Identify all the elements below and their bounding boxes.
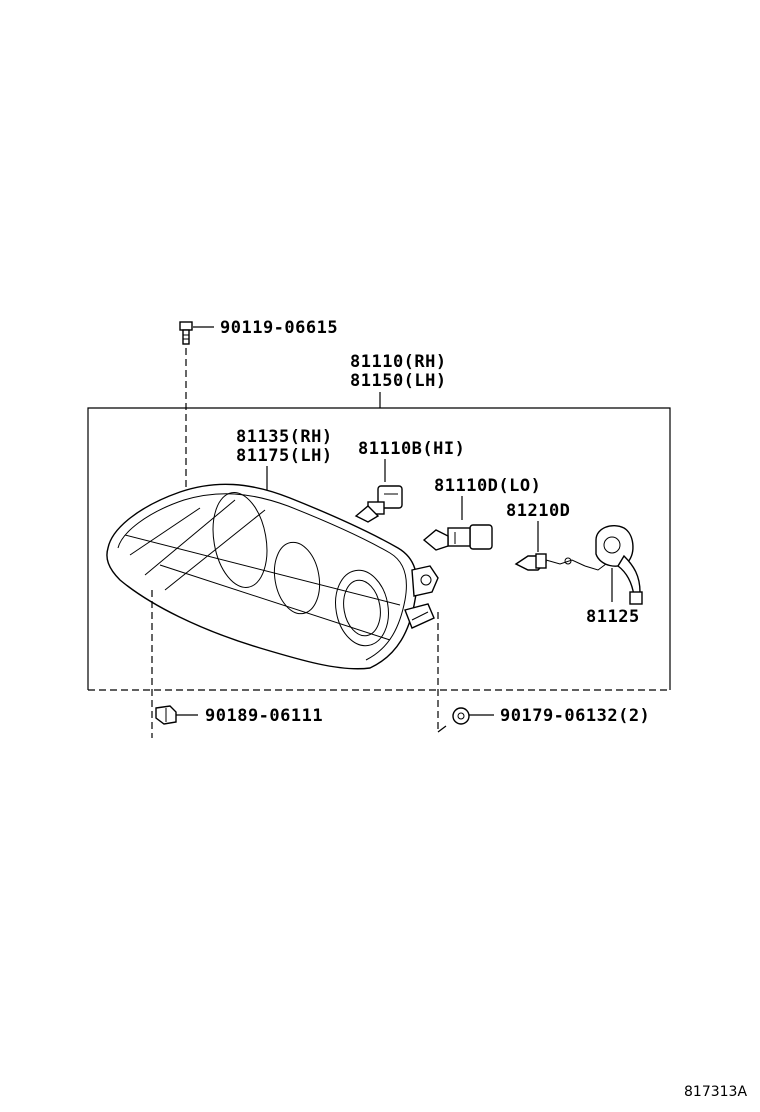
nut-dash-tick [437,725,447,733]
bulb-side-icon [514,553,586,571]
label-nut: 90179-06132(2) [500,706,650,726]
label-clip: 90189-06111 [205,706,323,726]
diagram-reference: 817313A [684,1084,747,1100]
label-lens-rh: 81135(RH) [236,427,333,447]
label-socket: 81125 [586,607,640,627]
label-bulb-side: 81210D [506,501,570,521]
assembly-frame [87,407,671,690]
label-assembly-rh: 81110(RH) [350,352,447,372]
bulb-hi-icon [354,485,403,523]
label-bolt: 90119-06615 [220,318,338,338]
label-bulb-lo: 81110D(LO) [434,476,541,496]
headlamp-icon [106,483,439,670]
bolt-icon [179,321,193,345]
clip-icon [155,705,177,725]
nut-icon [452,707,470,725]
bulb-lo-icon [422,524,493,551]
label-bulb-hi: 81110B(HI) [358,439,465,459]
label-lens-lh: 81175(LH) [236,446,333,466]
label-assembly-lh: 81150(LH) [350,371,447,391]
socket-icon [584,524,643,605]
